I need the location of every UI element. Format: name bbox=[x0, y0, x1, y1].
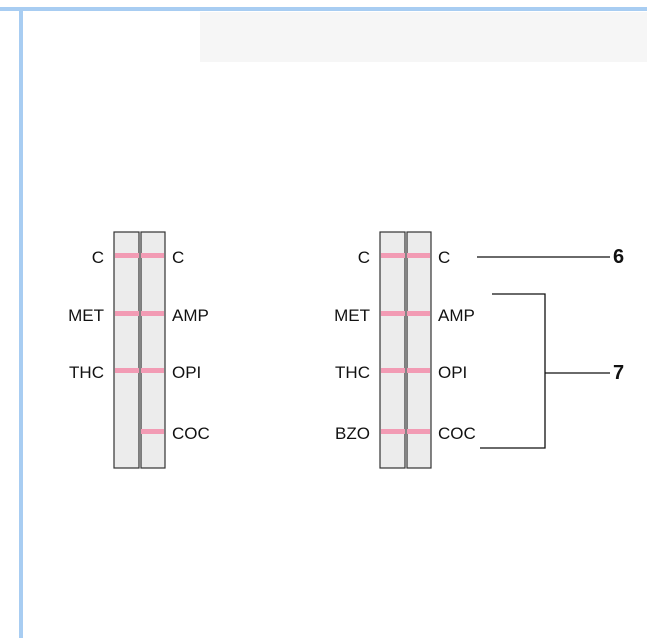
right-card-label-opi: OPI bbox=[438, 363, 467, 382]
right-card-band-c-left bbox=[381, 253, 405, 258]
callout-7-number: 7 bbox=[613, 362, 624, 384]
callouts: 6 7 bbox=[477, 246, 624, 449]
right-card-label-thc: THC bbox=[335, 363, 370, 382]
left-card-band-opi bbox=[141, 368, 164, 373]
right-card-label-met: MET bbox=[334, 306, 370, 325]
callout-7-bracket bbox=[480, 293, 546, 449]
left-card-band-met bbox=[115, 311, 139, 316]
callout-6-number: 6 bbox=[613, 246, 624, 268]
drug-test-diagram: C MET THC C AMP OPI COC C MET THC BZO bbox=[68, 231, 624, 469]
right-card-strip-right bbox=[406, 231, 432, 469]
top-shaded-band bbox=[200, 12, 647, 62]
left-card-label-opi: OPI bbox=[172, 363, 201, 382]
right-card-strip-left bbox=[379, 231, 406, 469]
left-card-label-c-right: C bbox=[172, 248, 184, 267]
right-card-label-amp: AMP bbox=[438, 306, 475, 325]
left-card-band-c-left bbox=[115, 253, 139, 258]
right-card-band-amp bbox=[407, 311, 430, 316]
right-card-band-bzo bbox=[381, 429, 405, 434]
left-card-label-amp: AMP bbox=[172, 306, 209, 325]
right-card-label-c-right: C bbox=[438, 248, 450, 267]
left-card-band-c-right bbox=[141, 253, 164, 258]
right-card-band-thc bbox=[381, 368, 405, 373]
left-card-label-met: MET bbox=[68, 306, 104, 325]
right-card-band-c-right bbox=[407, 253, 430, 258]
right-test-card: C MET THC BZO C AMP OPI COC bbox=[334, 231, 476, 469]
left-card-label-thc: THC bbox=[69, 363, 104, 382]
right-card-label-bzo: BZO bbox=[335, 424, 370, 443]
right-card-band-opi bbox=[407, 368, 430, 373]
left-card-band-coc bbox=[141, 429, 164, 434]
left-card-label-c-left: C bbox=[92, 248, 104, 267]
right-card-label-coc: COC bbox=[438, 424, 476, 443]
right-card-label-c-left: C bbox=[358, 248, 370, 267]
left-card-band-amp bbox=[141, 311, 164, 316]
left-card-strip-left bbox=[113, 231, 140, 469]
left-card-band-thc bbox=[115, 368, 139, 373]
right-card-band-met bbox=[381, 311, 405, 316]
left-card-label-coc: COC bbox=[172, 424, 210, 443]
right-card-band-coc bbox=[407, 429, 430, 434]
left-test-card: C MET THC C AMP OPI COC bbox=[68, 231, 210, 469]
